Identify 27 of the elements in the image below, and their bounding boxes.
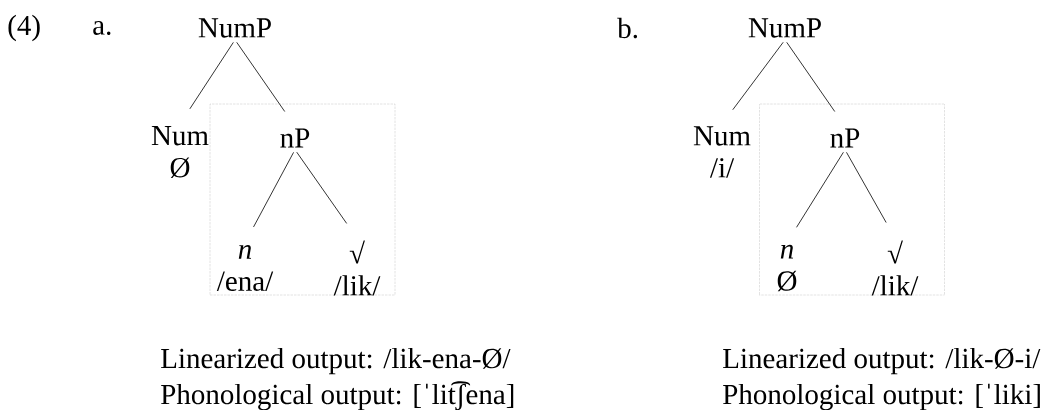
example-number: (4) <box>8 14 40 42</box>
tree-label: nP <box>830 128 860 148</box>
dotted-box <box>759 103 945 296</box>
dotted-box <box>209 103 396 296</box>
tree-label: Num Ø <box>151 126 209 178</box>
tree-label: NumP <box>748 18 821 38</box>
example-letter: a. <box>93 21 111 35</box>
tree-label: √ /lik/ <box>333 240 381 296</box>
tree-label: √ /lik/ <box>871 240 919 296</box>
tree-branch <box>236 41 286 112</box>
example-letter: b. <box>617 17 638 39</box>
tree-branch <box>296 151 348 224</box>
output-line: Phonological output: [ˈlit͡ʃena] <box>161 381 514 410</box>
tree-branch <box>189 41 234 110</box>
tree-label: NumP <box>198 18 271 38</box>
output-line: Phonological output: [ˈliki] <box>723 383 1040 410</box>
tree-label: n Ø <box>777 244 797 292</box>
tree-branch <box>846 151 887 223</box>
tree-label: Num /i/ <box>693 126 751 178</box>
tree-branch <box>786 41 836 112</box>
tree-branch <box>732 41 784 111</box>
tree-branch <box>253 151 294 228</box>
tree-label: n /ena/ <box>216 245 274 291</box>
output-line: Linearized output: /lik-ena-Ø/ <box>161 347 511 375</box>
tree-branch <box>796 151 844 228</box>
output-line: Linearized output: /lik-Ø-i/ <box>723 347 1041 375</box>
tree-label: nP <box>280 128 310 148</box>
